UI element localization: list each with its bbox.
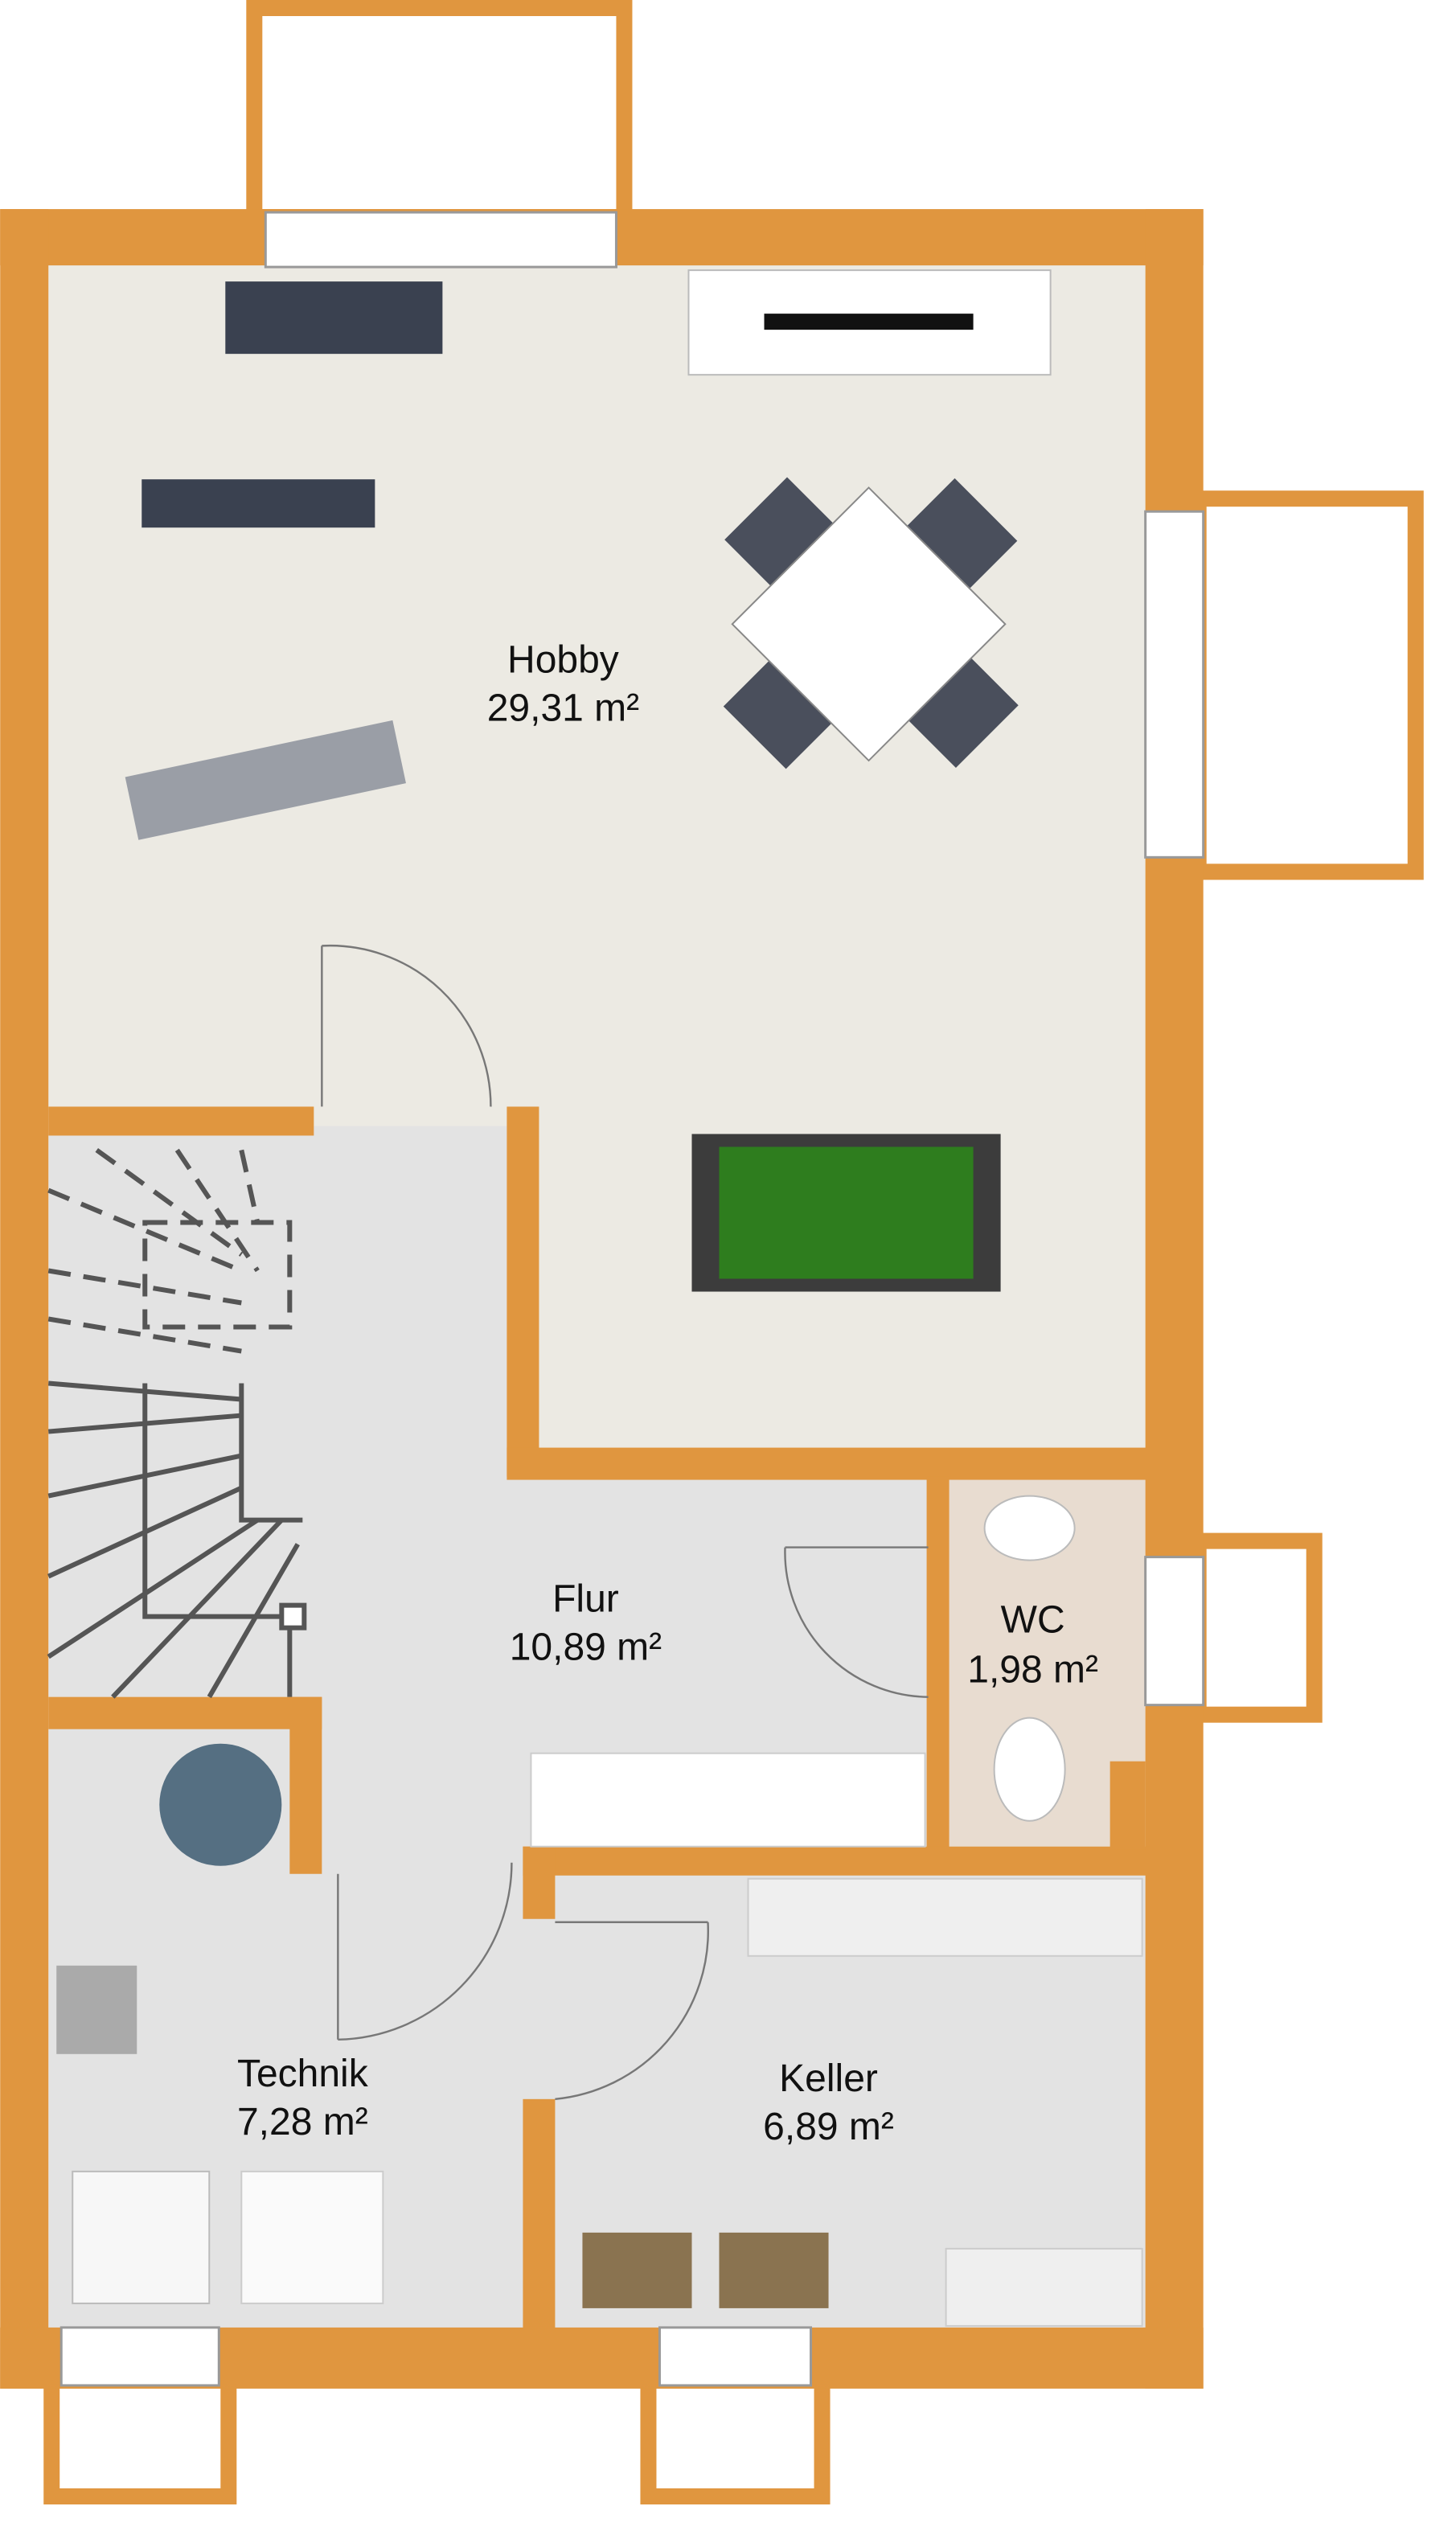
toilet (993, 1717, 1066, 1822)
room-wc: WC 1,98 m² (967, 1599, 1098, 1692)
room-area: 29,31 m² (487, 687, 639, 729)
room-name: Flur (552, 1578, 619, 1621)
room-area: 10,89 m² (510, 1626, 662, 1669)
room-name: WC (1001, 1599, 1065, 1642)
room-name: Keller (779, 2057, 878, 2100)
room-name: Hobby (507, 638, 619, 681)
wc-sink (983, 1495, 1076, 1561)
room-technik: Technik 7,28 m² (237, 2053, 369, 2143)
chairs (723, 477, 1019, 769)
room-area: 1,98 m² (967, 1649, 1098, 1692)
room-area: 6,89 m² (763, 2106, 894, 2148)
storage-shelf (747, 1877, 1143, 1957)
room-flur: Flur 10,89 m² (510, 1578, 662, 1669)
water-tank (159, 1743, 282, 1866)
box-2 (719, 2232, 829, 2308)
furniture (56, 269, 1143, 2327)
room-keller: Keller 6,89 m² (763, 2057, 894, 2148)
hall-cabinet (530, 1752, 926, 1848)
weight-bench (141, 479, 375, 528)
dryer (240, 2170, 384, 2304)
tv (764, 314, 974, 330)
keller-shelf (945, 2247, 1143, 2327)
boiler (56, 1965, 137, 2054)
windows (59, 211, 1205, 2387)
room-hobby: Hobby 29,31 m² (487, 638, 639, 729)
doors (321, 944, 929, 2101)
dining-table (731, 486, 1007, 762)
foosball-field (719, 1146, 974, 1279)
rowing-machine (125, 720, 406, 840)
dumbbell-rack (225, 281, 443, 355)
staircase (47, 1148, 307, 1699)
room-area: 7,28 m² (237, 2101, 368, 2143)
washing-machine (72, 2170, 211, 2304)
room-name: Technik (237, 2053, 369, 2095)
box-1 (582, 2232, 692, 2308)
